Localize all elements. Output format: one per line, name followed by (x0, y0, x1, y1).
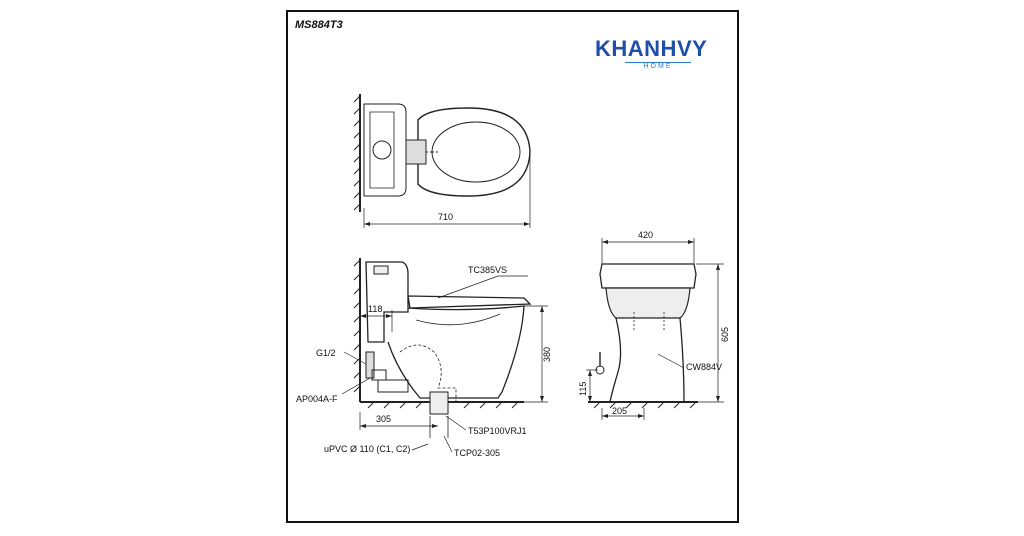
top-view-hinge (405, 139, 427, 165)
front-view-tank (599, 263, 697, 289)
label-flange: T53P100VRJ1 (468, 426, 527, 436)
label-bowl: CW884V (686, 362, 722, 372)
technical-drawing: 710 (296, 94, 730, 458)
model-number: MS884T3 (295, 19, 343, 31)
dim-side-outlet: 305 (376, 414, 391, 424)
dim-front-offset: 205 (612, 406, 627, 416)
dim-side-height: 380 (542, 347, 552, 362)
side-view-lever (373, 265, 389, 275)
side-view-seat (407, 295, 532, 309)
front-view-bowl (609, 317, 685, 403)
top-view-wall-hatch (353, 95, 361, 211)
front-view-seat (605, 287, 691, 319)
label-water-inlet: G1/2 (316, 348, 336, 358)
label-connector: TCP02-305 (454, 448, 500, 458)
side-view-outlet-flange (429, 391, 449, 415)
top-view: 710 (353, 94, 531, 228)
brand-name: KHANHVY (595, 36, 708, 61)
label-valve: AP004A-F (296, 394, 338, 404)
top-view-seat (417, 107, 531, 197)
top-view-tank (363, 103, 407, 197)
brand-logo: KHANHVY HOME (595, 36, 723, 78)
side-view-inlet-valve (365, 351, 375, 379)
label-pipe: uPVC Ø 110 (C1, C2) (324, 444, 410, 454)
side-view-connector-box (377, 379, 409, 393)
dim-front-inlet-height: 115 (578, 382, 588, 396)
side-view-tank (365, 261, 409, 343)
brand-subtitle: HOME (625, 62, 691, 71)
label-seat: TC385VS (468, 265, 507, 275)
side-view: 118 380 305 TC385VS G1/2 AP004A-F T53P10… (296, 258, 552, 458)
drawing-frame: MS884T3 KHANHVY HOME (286, 10, 739, 523)
dim-side-wall-offset: 118 (368, 304, 382, 314)
top-view-bowl-opening (431, 121, 521, 183)
dim-front-height: 605 (720, 327, 730, 342)
top-view-flush-button (372, 140, 392, 160)
front-view: 420 605 (578, 230, 730, 420)
dim-top-length: 710 (438, 212, 453, 222)
top-view-tank-inner (369, 111, 395, 189)
side-view-bowl (387, 305, 525, 399)
side-view-trapway (399, 344, 457, 404)
dim-front-width: 420 (638, 230, 653, 240)
